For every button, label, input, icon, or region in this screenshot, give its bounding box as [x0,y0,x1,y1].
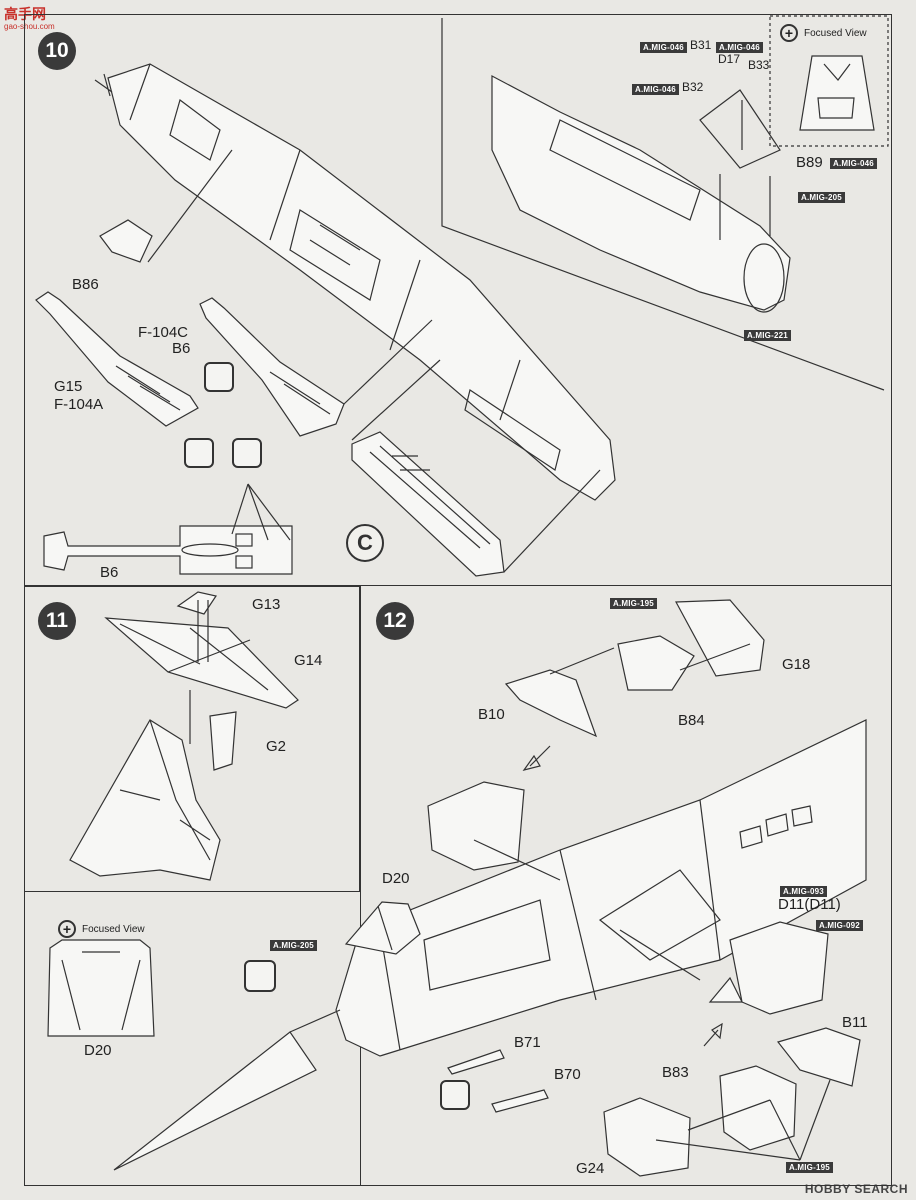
part-g15-shape [35,291,199,427]
label-b31: B31 [690,38,712,52]
arrow-down-left [529,745,551,767]
focused-view-text: Focused View [82,923,145,935]
label-g14: G14 [294,652,323,669]
label-f104c: F-104C [138,324,189,341]
label-c: C [346,524,384,562]
leader-c-2 [503,469,601,573]
focused-view-text: Focused View [804,27,867,39]
label-b86: B86 [72,276,99,293]
label-b71: B71 [514,1034,541,1051]
tag-mig046-a: A.MIG-046 [640,42,687,53]
focused-view-label: + Focused View [780,24,867,42]
tag-mig195-a: A.MIG-195 [610,598,657,609]
flip-symbol-icon [204,362,234,392]
label-g15: G15 [54,378,83,395]
step-number-12: 12 [376,602,414,640]
tag-mig205: A.MIG-205 [798,192,845,203]
focused-view-box [769,15,889,147]
label-d20-focused: D20 [84,1042,112,1059]
label-b83: B83 [662,1064,689,1081]
flip-symbol-icon-2 [184,438,214,468]
tag-mig092: A.MIG-092 [816,920,863,931]
tag-mig093: A.MIG-093 [780,886,827,897]
tag-mig205-b: A.MIG-205 [270,940,317,951]
label-b11: B11 [842,1014,868,1031]
rear-fuselage-parts [603,1027,861,1177]
canopy-d20-shape [344,901,421,955]
decal-symbol-icon [244,960,276,992]
tail-assembly [69,591,299,881]
pylon-b71-b70 [447,1049,549,1113]
flip-symbol-icon-3 [440,1080,470,1110]
tag-mig046-c: A.MIG-046 [632,84,679,95]
step-number-11: 11 [38,602,76,640]
focused-view-d20-shape [47,939,155,1037]
nose-detail [491,75,791,313]
jet-exhaust-shape [619,921,829,1015]
intake-b10-shape [504,669,598,738]
plus-icon: + [58,920,76,938]
leader-b86 [147,149,233,263]
label-b84: B84 [678,712,705,729]
label-b32: B32 [682,80,704,94]
step-11-panel [24,586,360,892]
leader-b6 [343,319,433,405]
label-g18: G18 [782,656,811,673]
step-number-10: 10 [38,32,76,70]
detail-inset-border [441,18,885,391]
step-12-panel [360,586,892,1186]
tag-mig195-b: A.MIG-195 [786,1162,833,1173]
focused-view-cockpit [799,55,875,131]
tag-mig046-b: A.MIG-046 [716,42,763,53]
label-d20: D20 [382,870,410,887]
focused-view-label-12: + Focused View [58,920,145,938]
label-f104a: F-104A [54,396,104,413]
leader-b10 [549,647,615,675]
label-d17: D17 [718,52,741,66]
label-b70: B70 [554,1066,581,1083]
label-b6-topview: B6 [100,564,119,581]
label-g13: G13 [252,596,281,613]
leader-g18 [679,643,751,671]
watermark-subtext: gao-shou.com [4,22,55,31]
tag-mig221: A.MIG-221 [744,330,791,341]
label-d11: D11(D11) [778,896,841,913]
fuselage-step10 [94,63,616,501]
label-b33: B33 [748,58,770,72]
step-10-panel [24,14,892,586]
engine-side-shape [427,781,561,881]
label-b89: B89 [796,154,823,171]
part-b86-shape [99,219,153,263]
label-b6: B6 [172,340,191,357]
arrow-up-right [703,1029,719,1047]
glue-symbol-icon [232,438,262,468]
label-g24: G24 [576,1160,605,1177]
tag-mig046-d: A.MIG-046 [830,158,877,169]
part-b6-shape [199,297,345,437]
nose-cone [113,1009,341,1171]
step-12-panel-lower-left [24,892,361,1186]
arrow-up-right-head [711,1022,723,1040]
part-b6-topview [43,483,293,575]
label-b10: B10 [478,706,505,723]
label-g2: G2 [266,738,287,755]
intake-b84-shape [617,599,765,691]
leader-c [351,359,441,441]
arrow-down-left-head [522,754,541,771]
plus-icon: + [780,24,798,42]
